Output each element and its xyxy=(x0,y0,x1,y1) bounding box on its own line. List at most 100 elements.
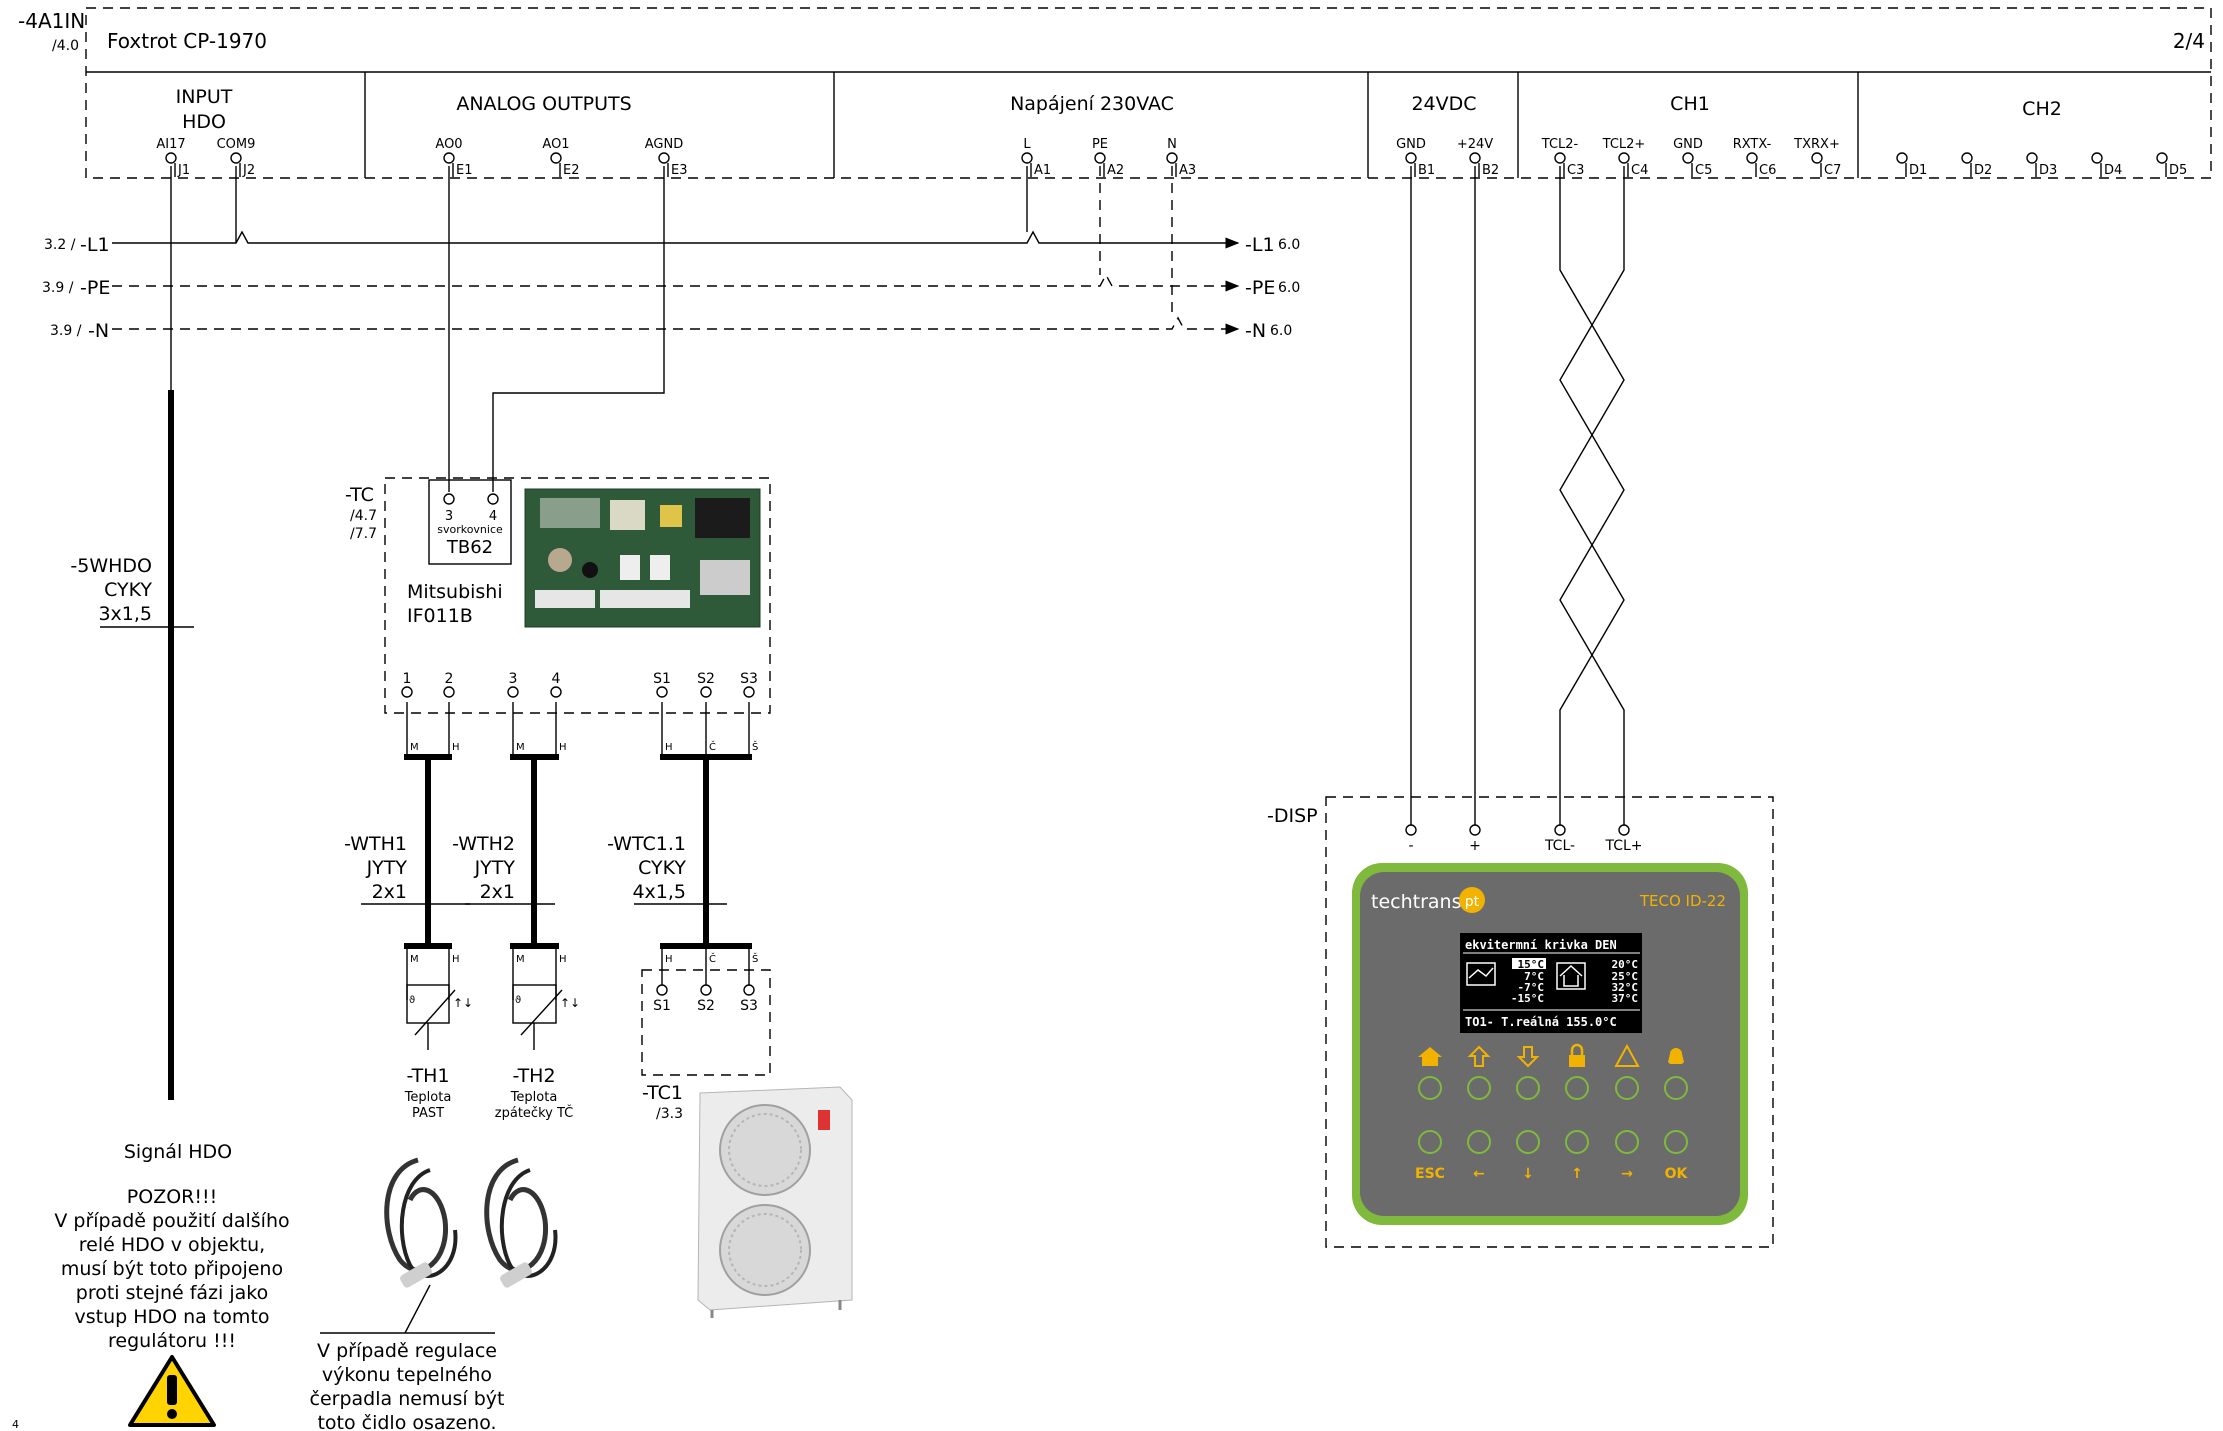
sensor-wire-mark: M xyxy=(410,954,419,965)
plc-terminal-pin xyxy=(1021,152,1033,164)
theta-icon: ϑ xyxy=(515,995,521,1006)
disp-key[interactable] xyxy=(1565,1130,1589,1154)
power-lines: 3.2 / -L1 -L1 6.0 3.9 / -PE -PE 6.0 3.9 … xyxy=(42,166,1300,342)
tc-wire-mark: H xyxy=(452,742,460,753)
plc-page: 2/4 xyxy=(2173,29,2205,53)
tc-wire-mark: H xyxy=(559,742,567,753)
sensor-desc2: zpátečky TČ xyxy=(495,1105,573,1121)
disp-key[interactable] xyxy=(1516,1130,1540,1154)
plc-terminal-pin xyxy=(1746,152,1758,164)
disp-tag: -DISP xyxy=(1267,805,1318,827)
tc1-wire-mark: Š xyxy=(752,952,758,965)
sensor-tag: -TH2 xyxy=(512,1065,555,1087)
plc-terminal-label: D5 xyxy=(2169,163,2187,178)
arrow-down-outline-icon xyxy=(1516,1046,1540,1068)
l1-dst: 6.0 xyxy=(1278,237,1300,253)
lcd-val3: -7°C xyxy=(1518,981,1545,994)
plc-header: -4A1IN /4.0 Foxtrot CP-1970 2/4 INPUT HD… xyxy=(18,7,2212,179)
warning-icon xyxy=(128,1355,216,1427)
tc-ref1: /4.7 xyxy=(350,508,377,524)
wtc11-tag: -WTC1.1 xyxy=(607,833,686,855)
n-line xyxy=(112,316,1240,335)
tc-terminal xyxy=(700,686,712,698)
section-24vdc: 24VDC xyxy=(1411,93,1476,115)
tc1-terminal xyxy=(743,984,755,996)
tc1-tag: -TC1 xyxy=(642,1082,683,1104)
section-ch2: CH2 xyxy=(2022,98,2062,120)
l1-name-out: -L1 xyxy=(1245,234,1275,256)
l1-line xyxy=(112,230,1240,249)
plc-terminal-signal: N xyxy=(1167,137,1177,152)
tc-wire-mark: M xyxy=(410,742,419,753)
plc-terminal-label: E2 xyxy=(563,163,580,178)
disp-key-label: → xyxy=(1621,1166,1633,1182)
tb62-t4: 4 xyxy=(489,509,497,524)
plc-terminal-label: J2 xyxy=(242,163,255,178)
disp-terminal xyxy=(1618,824,1630,836)
hdo-warning-line: musí být toto připojeno xyxy=(61,1258,283,1280)
tc-terminal-label: 2 xyxy=(445,671,454,687)
arrow-up-outline-icon xyxy=(1467,1045,1491,1067)
hdo-warning-line: V případě použití dalšího xyxy=(54,1210,289,1232)
sensor-desc2: PAST xyxy=(412,1106,444,1121)
hdo-warning-line: regulátoru !!! xyxy=(108,1330,236,1352)
lcd-val5: 20°C xyxy=(1612,958,1639,971)
disp-body xyxy=(1360,872,1740,1216)
disp-key[interactable] xyxy=(1615,1130,1639,1154)
hdo-warning-line: relé HDO v objektu, xyxy=(79,1234,265,1256)
thermistor-arrows-icon: ↑↓ xyxy=(453,996,473,1010)
pe-dst: 6.0 xyxy=(1278,280,1300,296)
disp-key[interactable] xyxy=(1467,1130,1491,1154)
lcd-status: TO1- T.reálná 155.0°C xyxy=(1465,1015,1617,1029)
tc1-terminal xyxy=(656,984,668,996)
hdo-cable-type: CYKY xyxy=(104,579,152,601)
wtc11-type: CYKY xyxy=(638,857,686,879)
tc-terminal xyxy=(401,686,413,698)
tc-wire-mark: Č xyxy=(709,740,716,753)
section-analog-outputs: ANALOG OUTPUTS xyxy=(456,93,631,115)
disp-key[interactable] xyxy=(1418,1130,1442,1154)
plc-ref: -4A1IN xyxy=(18,9,85,33)
plc-terminal-pin xyxy=(658,152,670,164)
wth2-type: JYTY xyxy=(474,857,516,879)
outdoor-unit-image xyxy=(697,1086,853,1318)
plc-terminal-label: D1 xyxy=(1909,163,1927,178)
tc-terminal xyxy=(550,686,562,698)
sensor-note-line: čerpadla nemusí být xyxy=(310,1388,505,1410)
plc-terminal-pin xyxy=(2091,152,2103,164)
disp-icon-row xyxy=(1418,1043,1684,1068)
plc-terminal-signal: AI17 xyxy=(156,137,185,152)
tc-terminal-label: S1 xyxy=(653,671,671,687)
tc1-outline xyxy=(641,969,771,1076)
lcd-landscape-icon xyxy=(1466,962,1496,986)
plc-terminal-label: D2 xyxy=(1974,163,1992,178)
tc-name2: IF011B xyxy=(407,605,473,627)
lock-icon xyxy=(1569,1055,1585,1067)
disp-led xyxy=(1418,1076,1442,1100)
tc-wire-mark: M xyxy=(516,742,525,753)
lcd-val8: 37°C xyxy=(1612,992,1639,1005)
plc-terminal-pin xyxy=(2026,152,2038,164)
plc-terminal-label: B1 xyxy=(1418,163,1435,178)
disp-terminal xyxy=(1469,824,1481,836)
tc-terminal-label: 3 xyxy=(509,671,518,687)
lcd-val2: 7°C xyxy=(1524,970,1544,983)
pcb-image xyxy=(524,488,761,628)
disp-key[interactable] xyxy=(1664,1130,1688,1154)
plc-terminal-signal: COM9 xyxy=(217,137,256,152)
tc1-terminal xyxy=(700,984,712,996)
n-name: -N xyxy=(88,320,109,342)
wth2-size: 2x1 xyxy=(480,881,515,903)
plc-terminal-pin xyxy=(165,152,177,164)
tc-name1: Mitsubishi xyxy=(407,581,503,603)
plc-terminal-pin xyxy=(1896,152,1908,164)
plc-terminal-label: J1 xyxy=(177,163,190,178)
plc-terminal-signal: AO1 xyxy=(542,137,569,152)
tc-module: -TC /4.7 /7.7 Mitsubishi IF011B 3 4 svor… xyxy=(345,477,771,753)
section-ch1: CH1 xyxy=(1670,93,1710,115)
plc-terminal-label: A2 xyxy=(1107,163,1124,178)
